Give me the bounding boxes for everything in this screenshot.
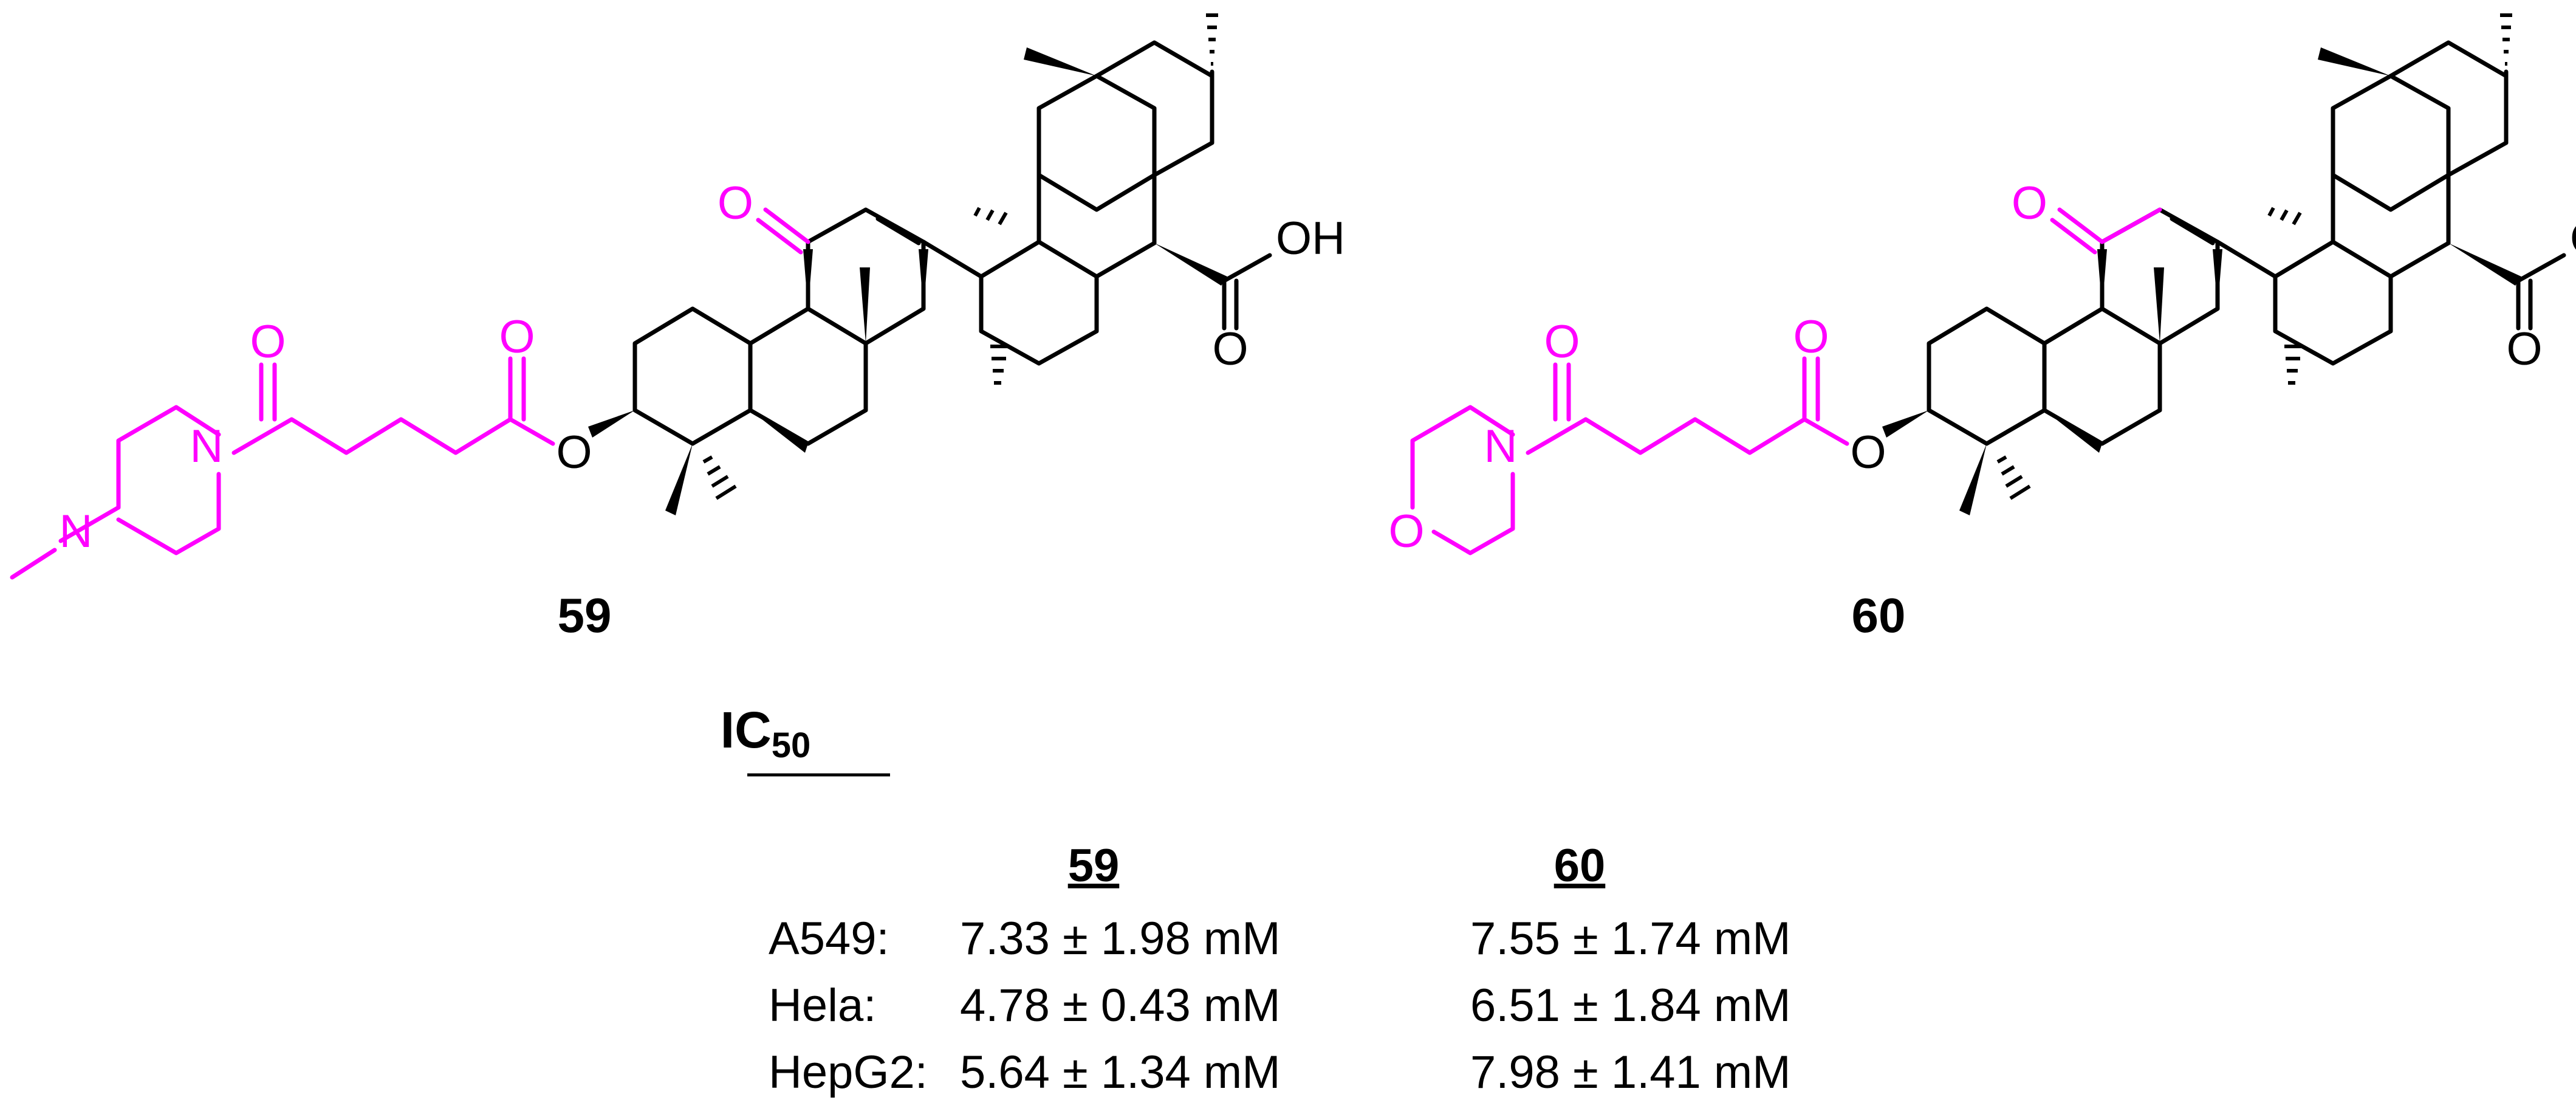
compound-60-structure: O OH O O O O N O 60 <box>1388 15 2576 642</box>
piperazine-methyl-nitrogen-label: N <box>60 506 93 557</box>
compound-id-59: 59 <box>558 588 612 642</box>
compound-id-60: 60 <box>1852 588 1906 642</box>
cell-line-label: HepG2: <box>769 1047 928 1098</box>
ketone-oxygen-label: O <box>718 177 753 229</box>
ic50-title: IC50 <box>721 701 811 765</box>
cell-line-label: A549: <box>769 913 889 964</box>
amide-carbonyl-oxygen-label: O <box>250 316 286 368</box>
morpholine-oxygen-label: O <box>1388 506 1424 557</box>
amide-carbonyl-oxygen-label: O <box>1544 316 1580 368</box>
morpholine-nitrogen-label: N <box>1484 421 1518 472</box>
ic50-value-60: 7.98 ± 1.41 mM <box>1470 1047 1791 1098</box>
ester-oxygen-label: O <box>1850 427 1886 478</box>
ketone-oxygen-label: O <box>2012 177 2047 229</box>
ic50-value-60: 6.51 ± 1.84 mM <box>1470 980 1791 1031</box>
ic50-table: IC50 59 60 A549: 7.33 ± 1.98 mM 7.55 ± 1… <box>721 701 1791 1098</box>
ester-oxygen-label: O <box>556 427 592 478</box>
ester-carbonyl-oxygen-label: O <box>1793 311 1829 363</box>
piperazine-amide-nitrogen-label: N <box>190 421 224 472</box>
cell-line-label: Hela: <box>769 980 876 1031</box>
acid-carbonyl-oxygen-label: O <box>1212 323 1248 375</box>
ic50-value-60: 7.55 ± 1.74 mM <box>1470 913 1791 964</box>
acid-hydroxyl-label: OH <box>2570 213 2576 264</box>
ic50-value-59: 7.33 ± 1.98 mM <box>960 913 1281 964</box>
column-header-59: 59 <box>1068 840 1120 892</box>
acid-carbonyl-oxygen-label: O <box>2506 323 2542 375</box>
compound-59-structure: O OH O O O O N N 59 <box>10 15 1345 642</box>
ic50-value-59: 5.64 ± 1.34 mM <box>960 1047 1281 1098</box>
acid-hydroxyl-label: OH <box>1276 213 1345 264</box>
ester-carbonyl-oxygen-label: O <box>499 311 535 363</box>
column-header-60: 60 <box>1554 840 1606 892</box>
ic50-value-59: 4.78 ± 0.43 mM <box>960 980 1281 1031</box>
